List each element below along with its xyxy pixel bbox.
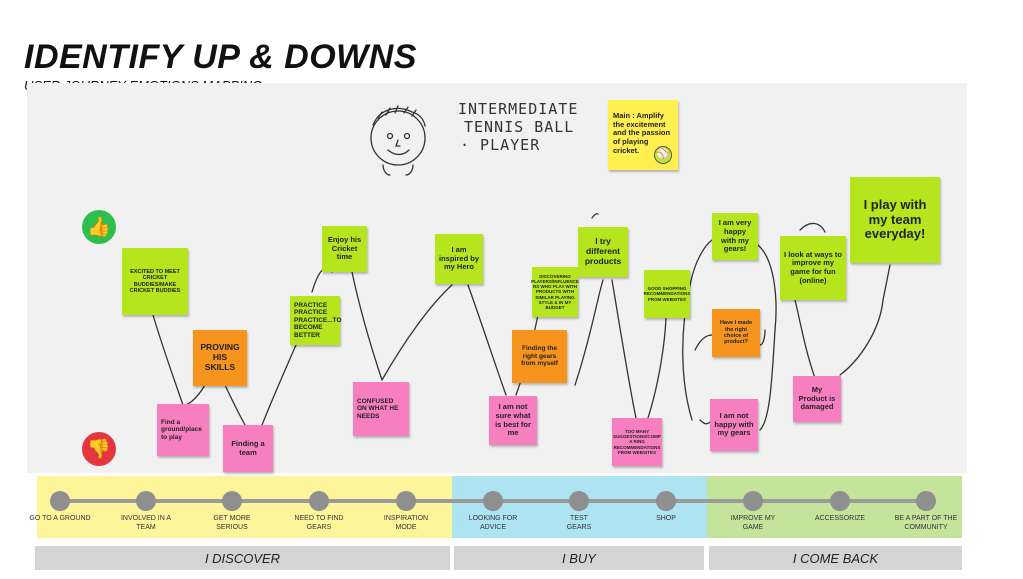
note-confused[interactable]: CONFUSED ON WHAT HE NEEDS bbox=[353, 382, 409, 436]
note-proving-skills-text: PROVING HIS SKILLS bbox=[200, 342, 240, 372]
step-dot[interactable] bbox=[569, 491, 589, 511]
note-inspired[interactable]: I am inspired by my Hero bbox=[435, 234, 483, 284]
persona-line-2: TENNIS BALL bbox=[464, 118, 575, 136]
note-play-team[interactable]: I play with my team everyday! bbox=[850, 177, 940, 263]
note-try-products[interactable]: I try different products bbox=[578, 227, 628, 277]
note-discovering-text: DISCOVERING PLAYERS/INFLUENCE RS WHO PLA… bbox=[531, 273, 579, 310]
note-damaged[interactable]: My Product is damaged bbox=[793, 376, 841, 422]
note-find-ground-text: Find a ground/place to play bbox=[161, 418, 202, 441]
note-damaged-text: My Product is damaged bbox=[798, 385, 836, 412]
note-too-many-text: TOO MANY SUGGESTIONS/COMPA RING RECOMMEN… bbox=[613, 429, 661, 455]
note-not-happy-text: I am not happy with my gears bbox=[714, 411, 754, 438]
step-dot[interactable] bbox=[396, 491, 416, 511]
main-objective-note[interactable]: Main : Amplify the excitement and the pa… bbox=[608, 100, 678, 170]
discover-band bbox=[37, 476, 452, 538]
step-label-community: BE A PART OF THE COMMUNITY bbox=[894, 515, 958, 531]
note-try-products-text: I try different products bbox=[584, 236, 622, 266]
note-too-many[interactable]: TOO MANY SUGGESTIONS/COMPA RING RECOMMEN… bbox=[612, 418, 662, 466]
thumbs-up-icon: 👍 bbox=[82, 210, 116, 244]
persona-line-1: INTERMEDIATE bbox=[458, 100, 579, 118]
step-dot[interactable] bbox=[50, 491, 70, 511]
note-not-sure-text: I am not sure what is best for me bbox=[495, 402, 531, 438]
step-label-inspiration: INSPIRATION MODE bbox=[383, 515, 429, 531]
step-dot[interactable] bbox=[916, 491, 936, 511]
note-play-team-text: I play with my team everyday! bbox=[863, 196, 927, 242]
step-label-looking-advice: LOOKING FOR ADVICE bbox=[468, 515, 518, 531]
note-right-gears[interactable]: Finding the right gears from myself bbox=[512, 330, 567, 383]
note-discovering[interactable]: DISCOVERING PLAYERS/INFLUENCE RS WHO PLA… bbox=[531, 267, 579, 317]
note-not-sure[interactable]: I am not sure what is best for me bbox=[489, 396, 537, 445]
step-label-shop: SHOP bbox=[656, 515, 676, 522]
step-dot[interactable] bbox=[743, 491, 763, 511]
persona-line-3: · PLAYER bbox=[460, 136, 541, 154]
note-good-shopping-text: GOOD SHOPPING RECOMMENDATIONS FROM WEBSI… bbox=[643, 286, 691, 302]
note-find-ground[interactable]: Find a ground/place to play bbox=[157, 404, 209, 456]
note-happy-gears[interactable]: I am very happy with my gears! bbox=[712, 213, 758, 260]
phase-buy: I BUY bbox=[454, 546, 704, 570]
note-excited-text: EXCITED TO MEET CRICKET BUDDIES/MAKE CRI… bbox=[129, 268, 181, 294]
note-right-choice[interactable]: Have I made the right choice of product? bbox=[712, 309, 760, 357]
note-finding-team[interactable]: Finding a team bbox=[223, 425, 273, 472]
note-happy-gears-text: I am very happy with my gears! bbox=[718, 218, 752, 254]
step-label-test-gears: TEST GEARS bbox=[566, 515, 592, 531]
note-improve-game-text: I look at ways to improve my game for fu… bbox=[784, 249, 842, 285]
note-improve-game[interactable]: I look at ways to improve my game for fu… bbox=[780, 236, 846, 300]
ball-icon: ⚾ bbox=[654, 146, 672, 164]
note-excited[interactable]: EXCITED TO MEET CRICKET BUDDIES/MAKE CRI… bbox=[122, 248, 188, 315]
step-label-improve-game: IMPROVE MY GAME bbox=[730, 515, 776, 531]
note-proving-skills[interactable]: PROVING HIS SKILLS bbox=[193, 330, 247, 386]
step-label-find-gears: NEED TO FIND GEARS bbox=[294, 515, 344, 531]
step-label-involved-team: INVOLVED IN A TEAM bbox=[120, 515, 172, 531]
note-enjoy[interactable]: Enjoy his Cricket time bbox=[322, 226, 367, 272]
step-dot[interactable] bbox=[656, 491, 676, 511]
note-good-shopping[interactable]: GOOD SHOPPING RECOMMENDATIONS FROM WEBSI… bbox=[644, 270, 690, 318]
persona-label: INTERMEDIATE TENNIS BALL · PLAYER bbox=[458, 100, 608, 154]
step-dot[interactable] bbox=[222, 491, 242, 511]
page-title: IDENTIFY UP & DOWNS bbox=[24, 38, 417, 76]
note-finding-team-text: Finding a team bbox=[231, 438, 265, 457]
main-objective-text: Main : Amplify the excitement and the pa… bbox=[613, 111, 671, 155]
step-label-go-to-ground: GO TO A GROUND bbox=[29, 515, 91, 522]
note-not-happy[interactable]: I am not happy with my gears bbox=[710, 399, 758, 451]
note-inspired-text: I am inspired by my Hero bbox=[439, 245, 480, 272]
step-dot[interactable] bbox=[830, 491, 850, 511]
note-practice-text: PRACTICE PRACTICE PRACTICE...TO BECOME B… bbox=[294, 301, 342, 339]
phase-discover: I DISCOVER bbox=[35, 546, 450, 570]
note-right-gears-text: Finding the right gears from myself bbox=[521, 345, 558, 368]
step-dot[interactable] bbox=[136, 491, 156, 511]
note-right-choice-text: Have I made the right choice of product? bbox=[719, 320, 753, 346]
step-dot[interactable] bbox=[483, 491, 503, 511]
thumbs-down-icon: 👎 bbox=[82, 432, 116, 466]
note-practice[interactable]: PRACTICE PRACTICE PRACTICE...TO BECOME B… bbox=[290, 296, 342, 345]
phase-come-back: I COME BACK bbox=[709, 546, 962, 570]
step-dot[interactable] bbox=[309, 491, 329, 511]
note-confused-text: CONFUSED ON WHAT HE NEEDS bbox=[357, 397, 399, 420]
note-enjoy-text: Enjoy his Cricket time bbox=[327, 235, 362, 262]
step-label-accessorize: ACCESSORIZE bbox=[814, 515, 866, 522]
step-label-get-serious: GET MORE SERIOUS bbox=[213, 515, 251, 531]
